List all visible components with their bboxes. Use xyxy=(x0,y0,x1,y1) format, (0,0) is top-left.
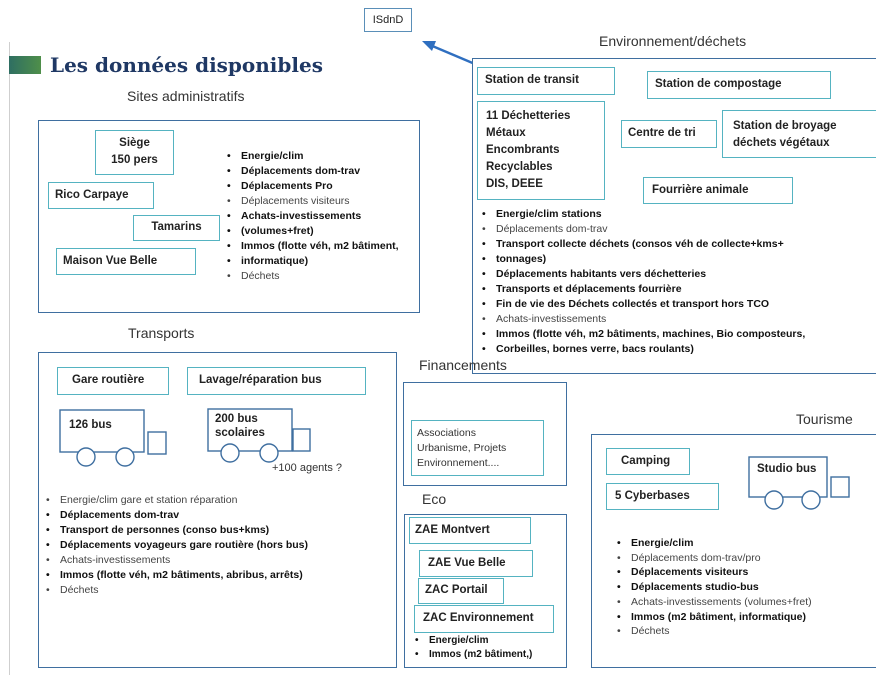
box-gare-routiere: Gare routière xyxy=(57,367,169,395)
bus-icon-200-scolaires xyxy=(207,408,311,463)
financements-header: Financements xyxy=(419,357,507,373)
tourisme-header: Tourisme xyxy=(796,411,853,427)
box-rico-carpaye: Rico Carpaye xyxy=(48,182,154,209)
tourisme-bullets: Energie/climDéplacements dom-trav/proDép… xyxy=(616,536,874,639)
bullet-item: (volumes+fret) xyxy=(226,224,420,239)
agents-note: +100 agents ? xyxy=(272,462,343,474)
bullet-item: Achats-investissements xyxy=(481,312,876,327)
page-title: Les données disponibles xyxy=(50,53,323,77)
bullet-item: Energie/clim stations xyxy=(481,207,876,222)
bullet-item: Transports et déplacements fourrière xyxy=(481,282,876,297)
bullet-item: Déplacements voyageurs gare routière (ho… xyxy=(45,538,395,553)
bullet-item: informatique) xyxy=(226,254,420,269)
bullet-item: Immos (flotte véh, m2 bâtiments, machine… xyxy=(481,327,876,342)
box-tamarins: Tamarins xyxy=(133,215,220,241)
sites-admin-bullets: Energie/climDéplacements dom-travDéplace… xyxy=(226,149,420,284)
bullet-item: Transport de personnes (conso bus+kms) xyxy=(45,523,395,538)
left-margin-line xyxy=(9,42,10,675)
box-camping: Camping xyxy=(606,448,690,475)
bullet-item: Déplacements dom-trav xyxy=(45,508,395,523)
title-accent-bar xyxy=(9,56,41,74)
bullet-item: Achats-investissements xyxy=(226,209,420,224)
box-cyberbases: 5 Cyberbases xyxy=(606,483,719,510)
box-station-transit: Station de transit xyxy=(477,67,615,95)
box-dechetteries: 11 Déchetteries Métaux Encombrants Recyc… xyxy=(477,101,605,200)
bullet-item: Immos (flotte véh, m2 bâtiments, abribus… xyxy=(45,568,395,583)
siege-count: 150 pers xyxy=(111,154,158,166)
box-zac-portail: ZAC Portail xyxy=(418,578,504,604)
bullet-item: Déchets xyxy=(616,624,874,639)
bullet-item: Achats-investissements (volumes+fret) xyxy=(616,595,874,610)
box-zae-montvert: ZAE Montvert xyxy=(409,517,531,544)
studio-bus-icon xyxy=(748,456,850,510)
box-centre-tri: Centre de tri xyxy=(621,120,717,148)
bullet-item: Déplacements visiteurs xyxy=(226,194,420,209)
bullet-item: Energie/clim gare et station réparation xyxy=(45,493,395,508)
environnement-bullets: Energie/clim stationsDéplacements dom-tr… xyxy=(481,207,876,357)
eco-header: Eco xyxy=(422,491,447,507)
box-station-broyage: Station de broyage déchets végétaux xyxy=(722,110,876,158)
transports-bullets: Energie/clim gare et station réparationD… xyxy=(45,493,395,598)
isdnd-box: ISdnD xyxy=(364,8,412,32)
bullet-item: Corbeilles, bornes verre, bacs roulants) xyxy=(481,342,876,357)
siege-label: Siège xyxy=(119,137,150,149)
financements-box: Associations Urbanisme, Projets Environn… xyxy=(411,420,544,476)
box-zac-environnement: ZAC Environnement xyxy=(414,605,554,633)
bullet-item: Achats-investissements xyxy=(45,553,395,568)
bullet-item: Fin de vie des Déchets collectés et tran… xyxy=(481,297,876,312)
bullet-item: Déplacements Pro xyxy=(226,179,420,194)
transports-header: Transports xyxy=(128,325,195,341)
bullet-item: Energie/clim xyxy=(414,634,566,648)
bullet-item: Immos (m2 bâtiment,) xyxy=(414,648,566,662)
bullet-item: tonnages) xyxy=(481,252,876,267)
bus-126-label: 126 bus xyxy=(69,419,112,431)
bullet-item: Déplacements habitants vers déchetteries xyxy=(481,267,876,282)
bullet-item: Déchets xyxy=(45,583,395,598)
environnement-header: Environnement/déchets xyxy=(599,33,747,49)
sites-admin-header: Sites administratifs xyxy=(127,88,245,104)
box-station-compostage: Station de compostage xyxy=(647,71,831,99)
box-zae-vue-belle: ZAE Vue Belle xyxy=(419,550,533,577)
box-maison-vue-belle: Maison Vue Belle xyxy=(56,248,196,275)
isdnd-label: ISdnD xyxy=(372,14,404,26)
box-lavage-reparation: Lavage/réparation bus xyxy=(187,367,366,395)
studio-bus-label: Studio bus xyxy=(757,463,817,475)
bullet-item: Transport collecte déchets (consos véh d… xyxy=(481,237,876,252)
bullet-item: Immos (m2 bâtiment, informatique) xyxy=(616,610,874,625)
eco-bullets: Energie/climImmos (m2 bâtiment,) xyxy=(414,634,566,662)
bullet-item: Déplacements dom-trav xyxy=(481,222,876,237)
bullet-item: Déplacements dom-trav xyxy=(226,164,420,179)
bullet-item: Déplacements dom-trav/pro xyxy=(616,551,874,566)
box-siege: Siège 150 pers xyxy=(95,130,174,175)
bullet-item: Immos (flotte véh, m2 bâtiment, xyxy=(226,239,420,254)
bullet-item: Déchets xyxy=(226,269,420,284)
bus-icon-126 xyxy=(59,409,167,467)
bullet-item: Energie/clim xyxy=(616,536,874,551)
bus-200-label: 200 bus scolaires xyxy=(215,413,265,439)
box-fourriere: Fourrière animale xyxy=(643,177,793,204)
bullet-item: Déplacements studio-bus xyxy=(616,580,874,595)
bullet-item: Energie/clim xyxy=(226,149,420,164)
bullet-item: Déplacements visiteurs xyxy=(616,565,874,580)
